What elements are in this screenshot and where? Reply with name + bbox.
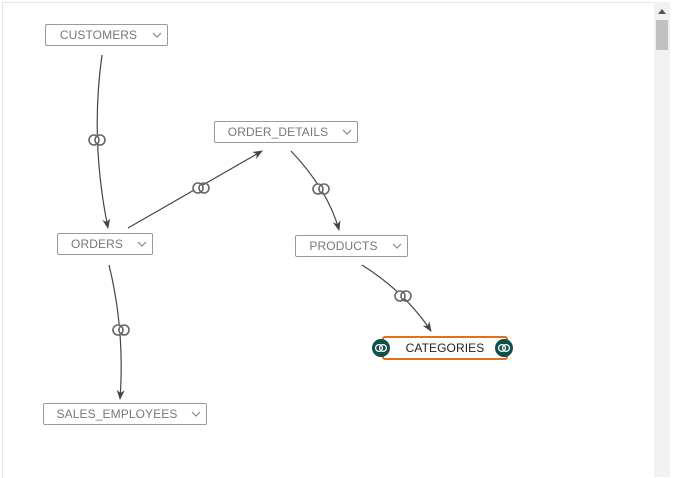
chevron-down-icon[interactable]: [151, 28, 163, 42]
table-name: ORDERS: [71, 237, 123, 251]
scroll-up-arrow-icon[interactable]: [654, 4, 670, 18]
join-icon[interactable]: [372, 339, 390, 357]
join-icon[interactable]: [112, 324, 130, 336]
table-node-categories[interactable]: CATEGORIES: [382, 336, 508, 360]
scrollbar-thumb[interactable]: [656, 20, 668, 50]
table-node-orders[interactable]: ORDERS: [57, 233, 153, 255]
chevron-down-icon[interactable]: [391, 239, 403, 253]
join-icon[interactable]: [192, 182, 210, 194]
table-name: CUSTOMERS: [59, 28, 138, 42]
table-node-customers[interactable]: CUSTOMERS: [45, 24, 168, 46]
table-name: PRODUCTS: [309, 239, 378, 253]
join-icon[interactable]: [312, 183, 330, 195]
table-name: CATEGORIES: [405, 341, 485, 355]
table-name: SALES_EMPLOYEES: [56, 407, 178, 421]
join-icon[interactable]: [394, 290, 412, 302]
chevron-down-icon[interactable]: [190, 407, 202, 421]
table-node-products[interactable]: PRODUCTS: [295, 235, 408, 257]
join-icon[interactable]: [495, 339, 513, 357]
join-icon[interactable]: [88, 134, 106, 146]
chevron-down-icon[interactable]: [341, 125, 353, 139]
table-name: ORDER_DETAILS: [227, 125, 329, 139]
table-node-order-details[interactable]: ORDER_DETAILS: [214, 121, 358, 143]
chevron-down-icon[interactable]: [136, 237, 148, 251]
vertical-scrollbar[interactable]: [654, 2, 670, 477]
table-node-sales-employees[interactable]: SALES_EMPLOYEES: [43, 403, 207, 425]
